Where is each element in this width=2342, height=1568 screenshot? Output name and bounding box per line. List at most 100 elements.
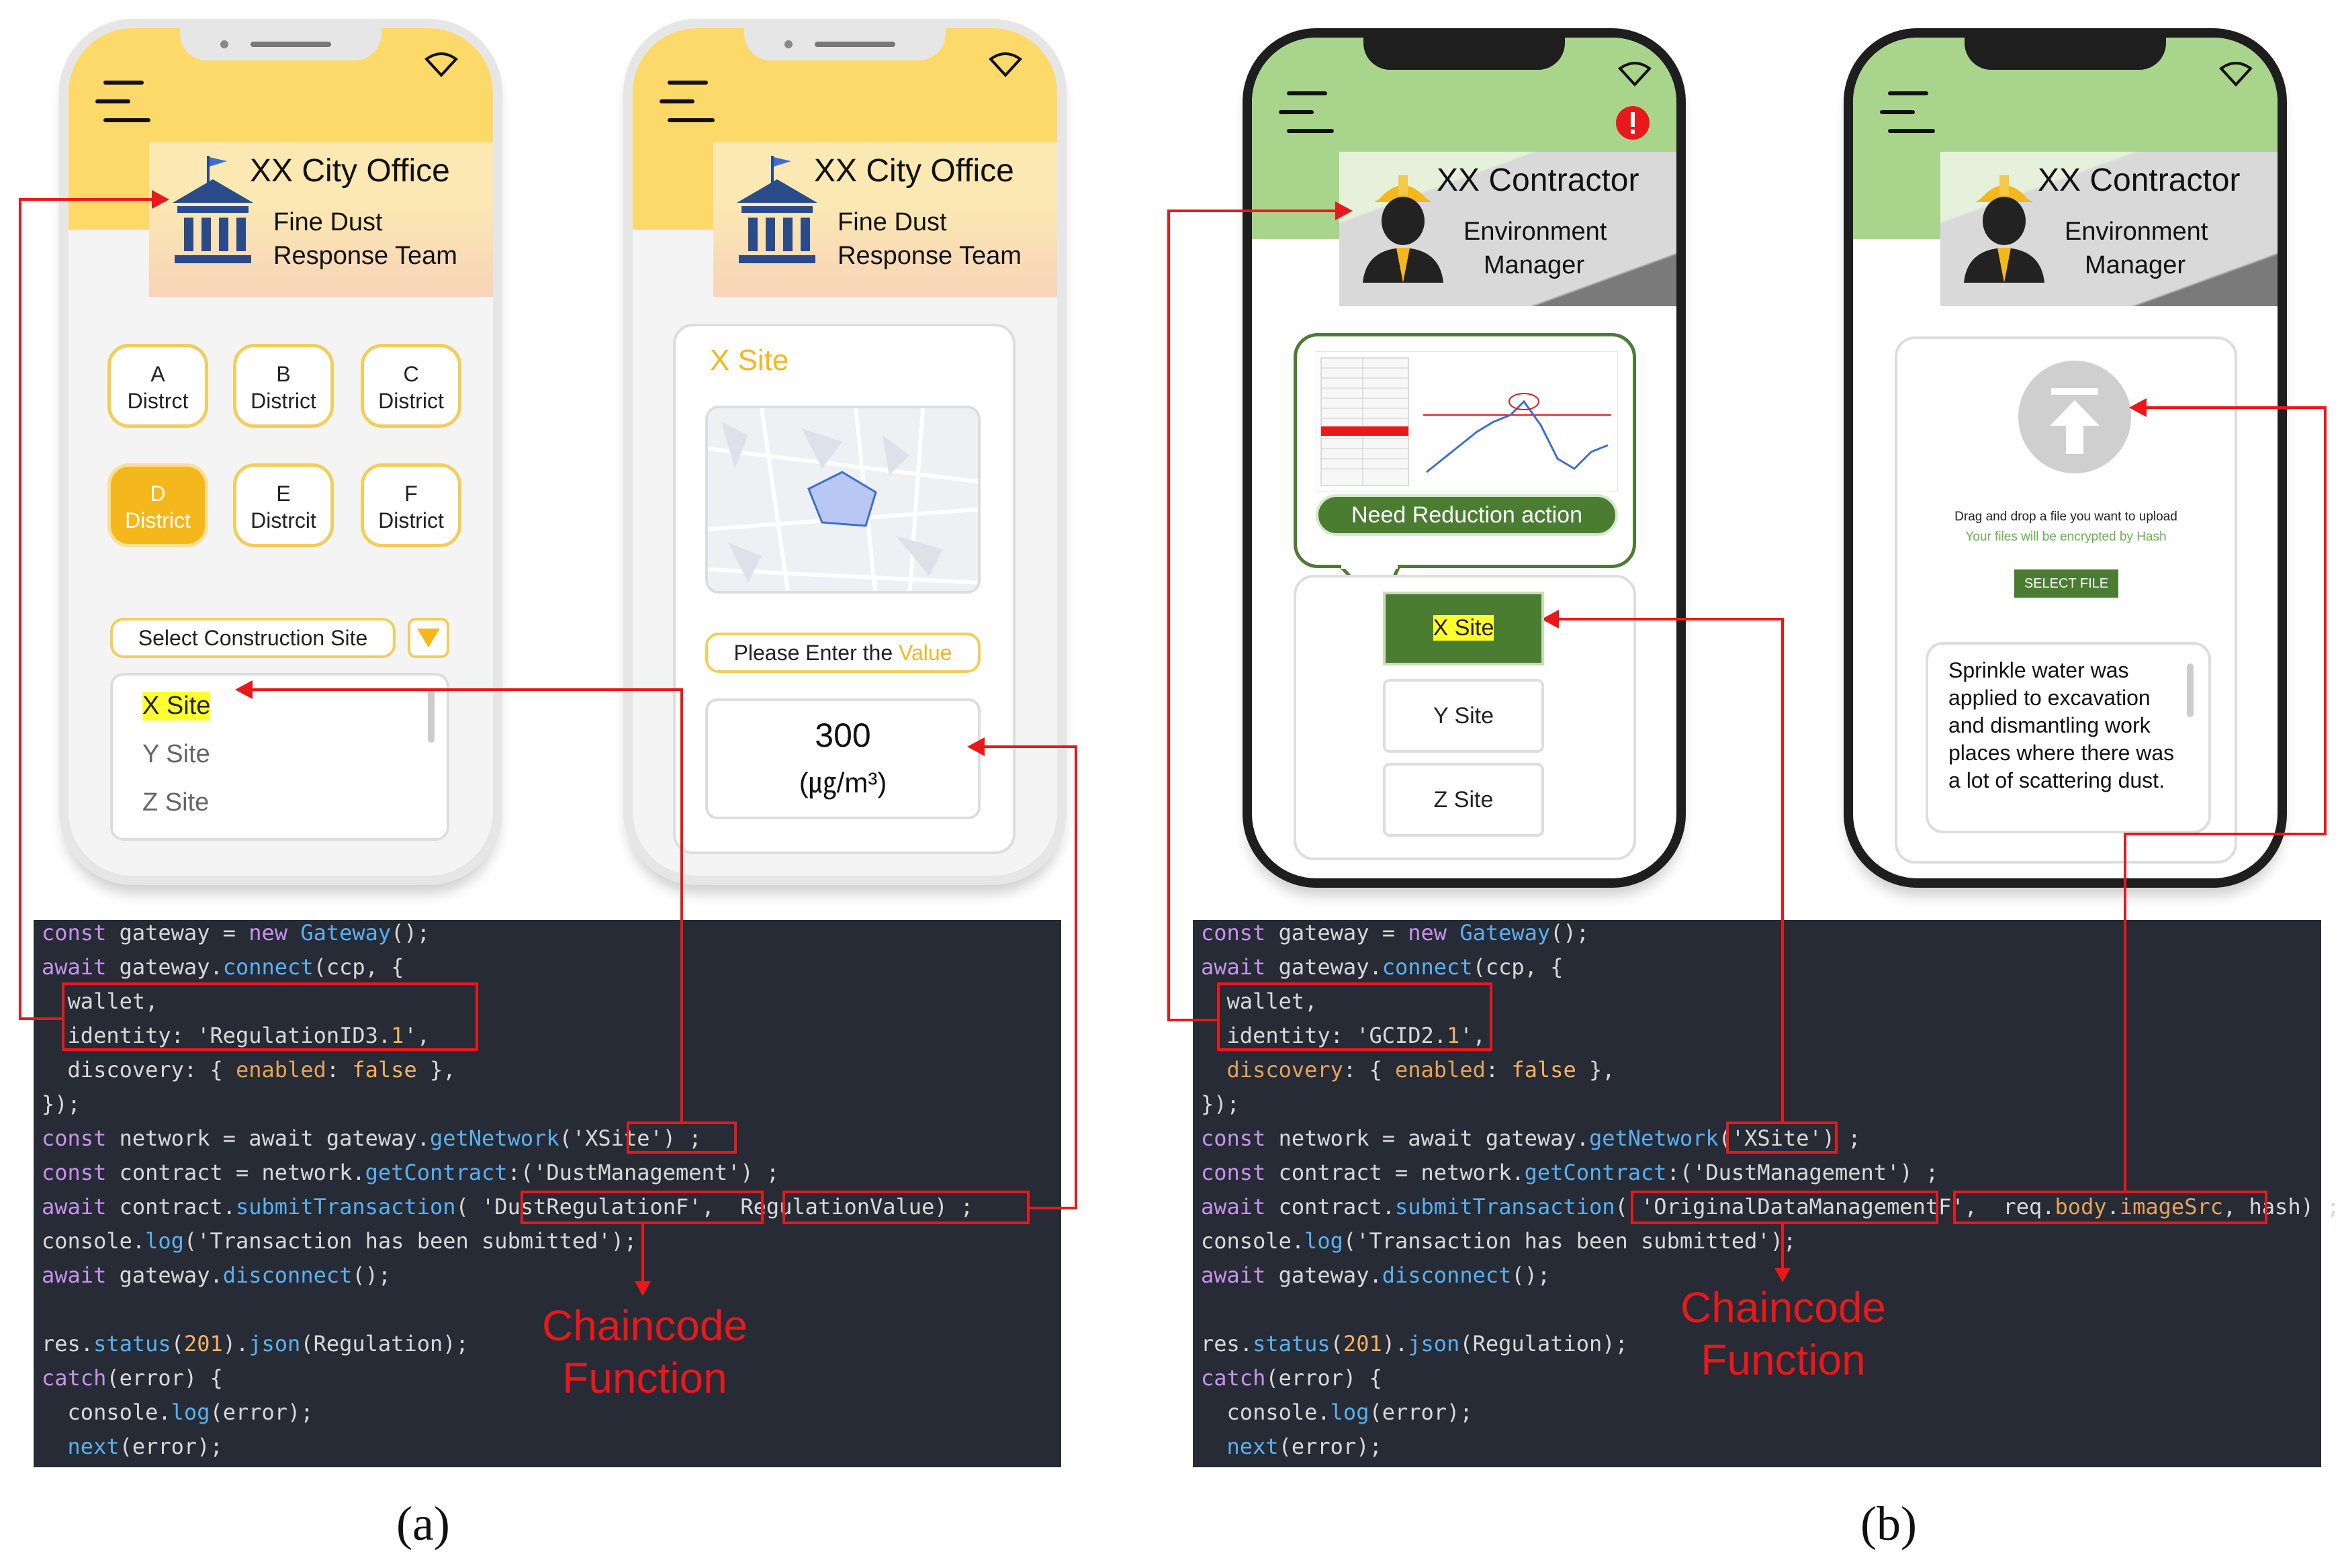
site-button-y[interactable]: Y Site [1383, 679, 1544, 753]
select-construction-site-field[interactable]: Select Construction Site [110, 618, 396, 658]
menu-icon[interactable] [1279, 91, 1334, 138]
enter-value-label: Please Enter the Value [705, 633, 981, 673]
menu-icon[interactable] [660, 81, 715, 128]
site-button-x[interactable]: X Site [1383, 592, 1544, 665]
connector-identity [19, 198, 153, 201]
connector-network [1781, 618, 1784, 1121]
city-hall-icon [173, 156, 253, 263]
code-line: console.log('Transaction has been submit… [42, 1228, 637, 1254]
flag-icon [210, 157, 227, 167]
phone-city-office-districts: XX City Office Fine Dust Response Team A… [59, 19, 502, 885]
code-line: const gateway = new Gateway(); [1201, 920, 1589, 946]
code-line: await contract.submitTransaction( 'DustR… [42, 1194, 974, 1219]
connector-identity [1167, 1019, 1217, 1021]
code-line: next(error); [1201, 1434, 1382, 1459]
city-office-header-card: XX City Office Fine Dust Response Team [149, 142, 493, 297]
site-item-z[interactable]: Z Site [142, 788, 210, 817]
arrow-to-chaincode-label [635, 1281, 651, 1296]
arrow-to-chaincode-label [1774, 1268, 1791, 1283]
note-textarea[interactable]: Sprinkle water was applied to excavation… [1926, 642, 2211, 833]
wifi-icon [424, 52, 458, 77]
line-chart-thumbnail[interactable] [1316, 351, 1618, 492]
code-editor-b: const gateway = new Gateway(); await gat… [1193, 920, 2339, 1467]
panel-label-b: (b) [1860, 1497, 1917, 1551]
code-line: catch(error) { [42, 1365, 223, 1391]
connector-chaincode [1781, 1224, 1784, 1271]
wifi-icon [1618, 62, 1652, 87]
connector-network [252, 688, 682, 691]
menu-icon[interactable] [1880, 91, 1935, 138]
alert-icon[interactable] [1615, 105, 1651, 141]
team-line2: Response Team [273, 242, 457, 270]
code-line: catch(error) { [1201, 1365, 1382, 1391]
code-line: await gateway.connect(ccp, { [1201, 954, 1564, 980]
code-line: await gateway.disconnect(); [42, 1262, 392, 1288]
team-line1: Fine Dust [273, 208, 383, 236]
value-highlight: Value [899, 641, 952, 665]
connector-identity [19, 198, 21, 1019]
contractor-title: XX Contractor [1437, 163, 1639, 198]
phone-city-office-value-entry: XX City Office Fine Dust Response Team X… [623, 19, 1067, 885]
wifi-icon [989, 52, 1022, 77]
connector-network [680, 688, 683, 1121]
code-line: identity: 'RegulationID3.1', [42, 1023, 430, 1048]
role-line1: Environment [1463, 218, 1607, 246]
arrow-to-upload-icon [2129, 398, 2147, 417]
dropdown-button[interactable] [408, 618, 449, 658]
wifi-icon [2219, 62, 2253, 87]
value-input[interactable]: 300 (㎍/m³) [705, 698, 981, 819]
code-line: res.status(201).json(Regulation); [1201, 1331, 1628, 1356]
code-line: console.log(error); [1201, 1399, 1473, 1425]
drag-drop-text: Drag and drop a file you want to upload [1954, 510, 2177, 524]
phone-contractor-site-select: XX Contractor Environment Manager Need R… [1243, 28, 1686, 888]
connector-chaincode [641, 1224, 644, 1285]
code-line: discovery: { enabled: false }, [1201, 1057, 1615, 1082]
code-line: discovery: { enabled: false }, [42, 1057, 456, 1082]
connector-network [1558, 618, 1783, 620]
code-line: const network = await gateway.getNetwork… [42, 1125, 702, 1151]
regulation-value-highlight-box [782, 1191, 1030, 1224]
site-button-z[interactable]: Z Site [1383, 763, 1544, 837]
worker-icon [1363, 175, 1443, 283]
value-unit: (㎍/m³) [799, 767, 887, 798]
role-line1: Environment [2065, 218, 2208, 246]
need-reduction-action-button[interactable]: Need Reduction action [1316, 494, 1618, 536]
note-scrollbar[interactable] [2187, 663, 2194, 717]
arrow-to-city-hall-icon [152, 190, 169, 209]
network-highlight-box [1726, 1121, 1838, 1154]
code-line: next(error); [42, 1434, 223, 1459]
code-line: const gateway = new Gateway(); [42, 920, 430, 946]
code-line: const contract = network.getContract:('D… [1201, 1160, 1939, 1185]
connector-identity [19, 1017, 62, 1020]
connector-identity [1167, 210, 1170, 1020]
menu-icon[interactable] [95, 81, 150, 128]
code-line: console.log(error); [42, 1399, 314, 1425]
code-line: }); [1201, 1091, 1240, 1117]
select-file-button[interactable]: SELECT FILE [2014, 569, 2118, 598]
upload-icon[interactable] [2018, 360, 2132, 474]
connector-image [2146, 406, 2327, 409]
chaincode-function-highlight-box [1631, 1191, 1938, 1224]
site-list-scrollbar[interactable] [428, 689, 435, 743]
connector-image [2124, 833, 2327, 835]
team-line1: Fine Dust [838, 208, 947, 236]
role-line2: Manager [2085, 251, 2186, 279]
arrow-to-x-site-button [1541, 610, 1559, 629]
encrypt-text: Your files will be encrypted by Hash [1965, 530, 2167, 544]
arrow-to-worker-icon [1335, 201, 1353, 220]
arrow-to-x-site [235, 680, 253, 699]
map-thumbnail[interactable] [705, 406, 981, 594]
city-hall-icon [737, 156, 817, 263]
connector-image [2324, 406, 2327, 835]
site-item-x[interactable]: X Site [142, 692, 211, 721]
code-line: wallet, [42, 988, 159, 1014]
code-editor-a: const gateway = new Gateway(); await gat… [34, 920, 1061, 1467]
site-item-y[interactable]: Y Site [142, 740, 210, 768]
